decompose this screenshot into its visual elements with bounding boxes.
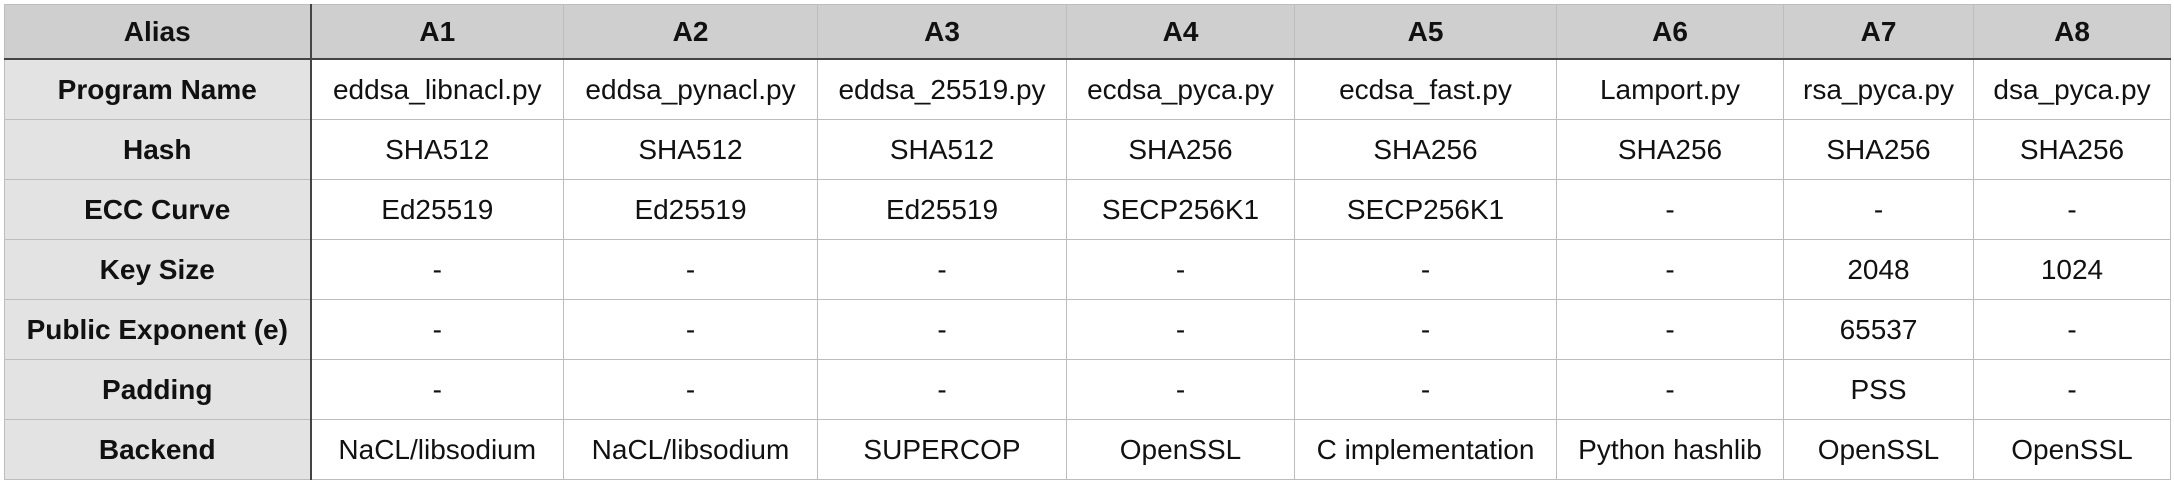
table-cell: - xyxy=(1294,299,1557,360)
header-cell-a2: A2 xyxy=(563,4,818,60)
table-row: Hash SHA512 SHA512 SHA512 SHA256 SHA256 … xyxy=(4,119,2171,180)
table-cell: - xyxy=(1294,239,1557,300)
table-cell: - xyxy=(563,239,818,300)
row-label-key-size: Key Size xyxy=(4,239,312,300)
table-cell: - xyxy=(1294,359,1557,420)
table-cell: Ed25519 xyxy=(310,179,564,240)
table-cell: - xyxy=(1783,179,1974,240)
table-cell: - xyxy=(1066,239,1295,300)
table-cell: SECP256K1 xyxy=(1066,179,1295,240)
table-cell: ecdsa_pyca.py xyxy=(1066,58,1295,120)
header-row: Alias A1 A2 A3 A4 A5 A6 A7 A8 xyxy=(4,4,2171,60)
row-label-program-name: Program Name xyxy=(4,58,312,120)
table-header: Alias A1 A2 A3 A4 A5 A6 A7 A8 xyxy=(4,4,2171,60)
table-cell: eddsa_pynacl.py xyxy=(563,58,818,120)
table-cell: Python hashlib xyxy=(1556,419,1784,480)
table-cell: ecdsa_fast.py xyxy=(1294,58,1557,120)
table-cell: SHA256 xyxy=(1556,119,1784,180)
table-cell: NaCL/libsodium xyxy=(310,419,564,480)
row-label-hash: Hash xyxy=(4,119,312,180)
table-cell: 65537 xyxy=(1783,299,1974,360)
table-body: Program Name eddsa_libnacl.py eddsa_pyna… xyxy=(4,58,2171,480)
table-cell: OpenSSL xyxy=(1066,419,1295,480)
table-cell: - xyxy=(1556,359,1784,420)
row-label-padding: Padding xyxy=(4,359,312,420)
header-cell-a6: A6 xyxy=(1556,4,1784,60)
table-cell: - xyxy=(1973,359,2171,420)
table-cell: SHA256 xyxy=(1783,119,1974,180)
table-row: Program Name eddsa_libnacl.py eddsa_pyna… xyxy=(4,58,2171,120)
table-cell: - xyxy=(1556,239,1784,300)
table-row: ECC Curve Ed25519 Ed25519 Ed25519 SECP25… xyxy=(4,179,2171,240)
header-cell-a3: A3 xyxy=(817,4,1067,60)
table-cell: eddsa_25519.py xyxy=(817,58,1067,120)
header-cell-a1: A1 xyxy=(310,4,564,60)
table-cell: Ed25519 xyxy=(817,179,1067,240)
table-cell: - xyxy=(1556,299,1784,360)
table-cell: - xyxy=(817,239,1067,300)
table-cell: - xyxy=(310,239,564,300)
header-cell-a8: A8 xyxy=(1973,4,2171,60)
table-cell: - xyxy=(310,359,564,420)
row-label-backend: Backend xyxy=(4,419,312,480)
table-row: Backend NaCL/libsodium NaCL/libsodium SU… xyxy=(4,419,2171,480)
table-cell: rsa_pyca.py xyxy=(1783,58,1974,120)
table-cell: - xyxy=(1973,299,2171,360)
row-label-public-exponent: Public Exponent (e) xyxy=(4,299,312,360)
table-cell: eddsa_libnacl.py xyxy=(310,58,564,120)
header-cell-a7: A7 xyxy=(1783,4,1974,60)
table-cell: PSS xyxy=(1783,359,1974,420)
table-cell: SHA512 xyxy=(310,119,564,180)
table-cell: OpenSSL xyxy=(1783,419,1974,480)
table-cell: - xyxy=(817,299,1067,360)
table-cell: dsa_pyca.py xyxy=(1973,58,2171,120)
header-cell-alias: Alias xyxy=(4,4,312,60)
table-cell: - xyxy=(563,299,818,360)
table-row: Public Exponent (e) - - - - - - 65537 - xyxy=(4,299,2171,360)
table-cell: - xyxy=(1066,299,1295,360)
table-cell: - xyxy=(817,359,1067,420)
table-cell: SECP256K1 xyxy=(1294,179,1557,240)
header-cell-a4: A4 xyxy=(1066,4,1295,60)
table-cell: - xyxy=(1066,359,1295,420)
table-cell: SHA256 xyxy=(1066,119,1295,180)
table-cell: NaCL/libsodium xyxy=(563,419,818,480)
table-cell: C implementation xyxy=(1294,419,1557,480)
table-row: Key Size - - - - - - 2048 1024 xyxy=(4,239,2171,300)
table-cell: SHA512 xyxy=(563,119,818,180)
table-row: Padding - - - - - - PSS - xyxy=(4,359,2171,420)
table-cell: SHA256 xyxy=(1973,119,2171,180)
table-cell: 1024 xyxy=(1973,239,2171,300)
comparison-table: Alias A1 A2 A3 A4 A5 A6 A7 A8 Program Na… xyxy=(4,4,2171,480)
header-cell-a5: A5 xyxy=(1294,4,1557,60)
table-cell: SHA256 xyxy=(1294,119,1557,180)
table-cell: OpenSSL xyxy=(1973,419,2171,480)
table-cell: - xyxy=(1556,179,1784,240)
comparison-table-container: Alias A1 A2 A3 A4 A5 A6 A7 A8 Program Na… xyxy=(4,4,2171,480)
table-cell: Ed25519 xyxy=(563,179,818,240)
table-cell: SHA512 xyxy=(817,119,1067,180)
row-label-ecc-curve: ECC Curve xyxy=(4,179,312,240)
table-cell: - xyxy=(310,299,564,360)
table-cell: - xyxy=(1973,179,2171,240)
table-cell: Lamport.py xyxy=(1556,58,1784,120)
table-cell: 2048 xyxy=(1783,239,1974,300)
table-cell: - xyxy=(563,359,818,420)
table-cell: SUPERCOP xyxy=(817,419,1067,480)
